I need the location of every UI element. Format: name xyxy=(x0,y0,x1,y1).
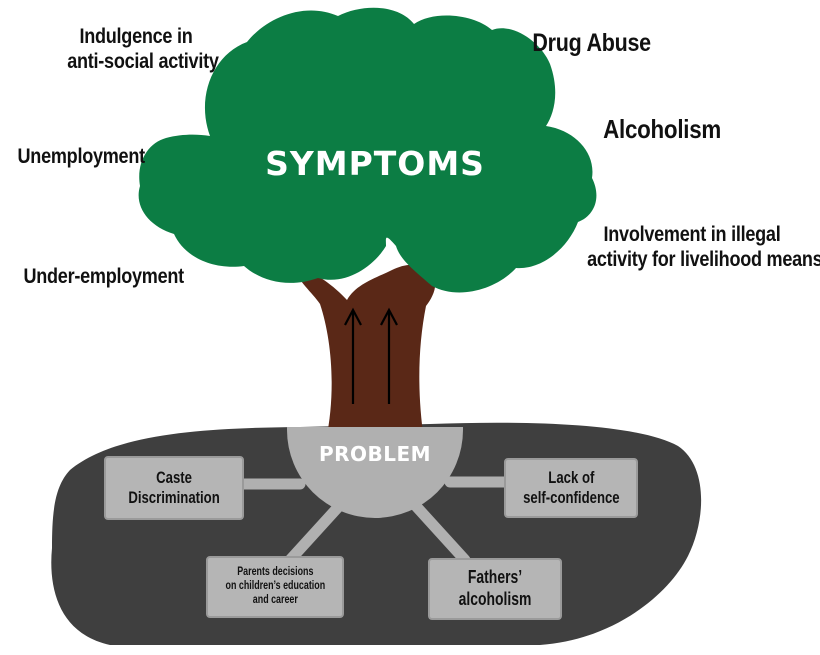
tree-canopy xyxy=(138,7,597,293)
symptom-illegal-activity: Involvement in illegal activity for live… xyxy=(587,223,820,272)
symptom-drug-abuse: Drug Abuse xyxy=(532,29,651,57)
arrow-up-right-icon xyxy=(380,307,398,404)
cause-lack-of-self-confidence: Lack of self-confidence xyxy=(504,458,638,518)
symptom-unemployment: Unemployment xyxy=(17,145,146,168)
symptom-alcoholism: Alcoholism xyxy=(603,114,722,144)
cause-connectors xyxy=(234,476,512,566)
symptoms-title: SYMPTOMS xyxy=(265,144,485,183)
upward-arrows xyxy=(344,307,398,404)
connector-parents xyxy=(284,499,346,566)
cause-parents-decisions: Parents decisions on children’s educatio… xyxy=(206,556,344,618)
arrow-up-left-icon xyxy=(344,307,362,404)
symptom-indulgence: Indulgence in anti-social activity xyxy=(67,25,219,74)
problem-title: PROBLEM xyxy=(318,442,432,466)
connector-fathers xyxy=(409,499,471,566)
cause-caste-discrimination: Caste Discrimination xyxy=(104,456,244,520)
problem-hub xyxy=(287,427,463,518)
cause-fathers-alcoholism: Fathers’ alcoholism xyxy=(428,558,562,620)
symptom-under-employment: Under-employment xyxy=(23,265,184,288)
tree-trunk xyxy=(292,264,436,440)
